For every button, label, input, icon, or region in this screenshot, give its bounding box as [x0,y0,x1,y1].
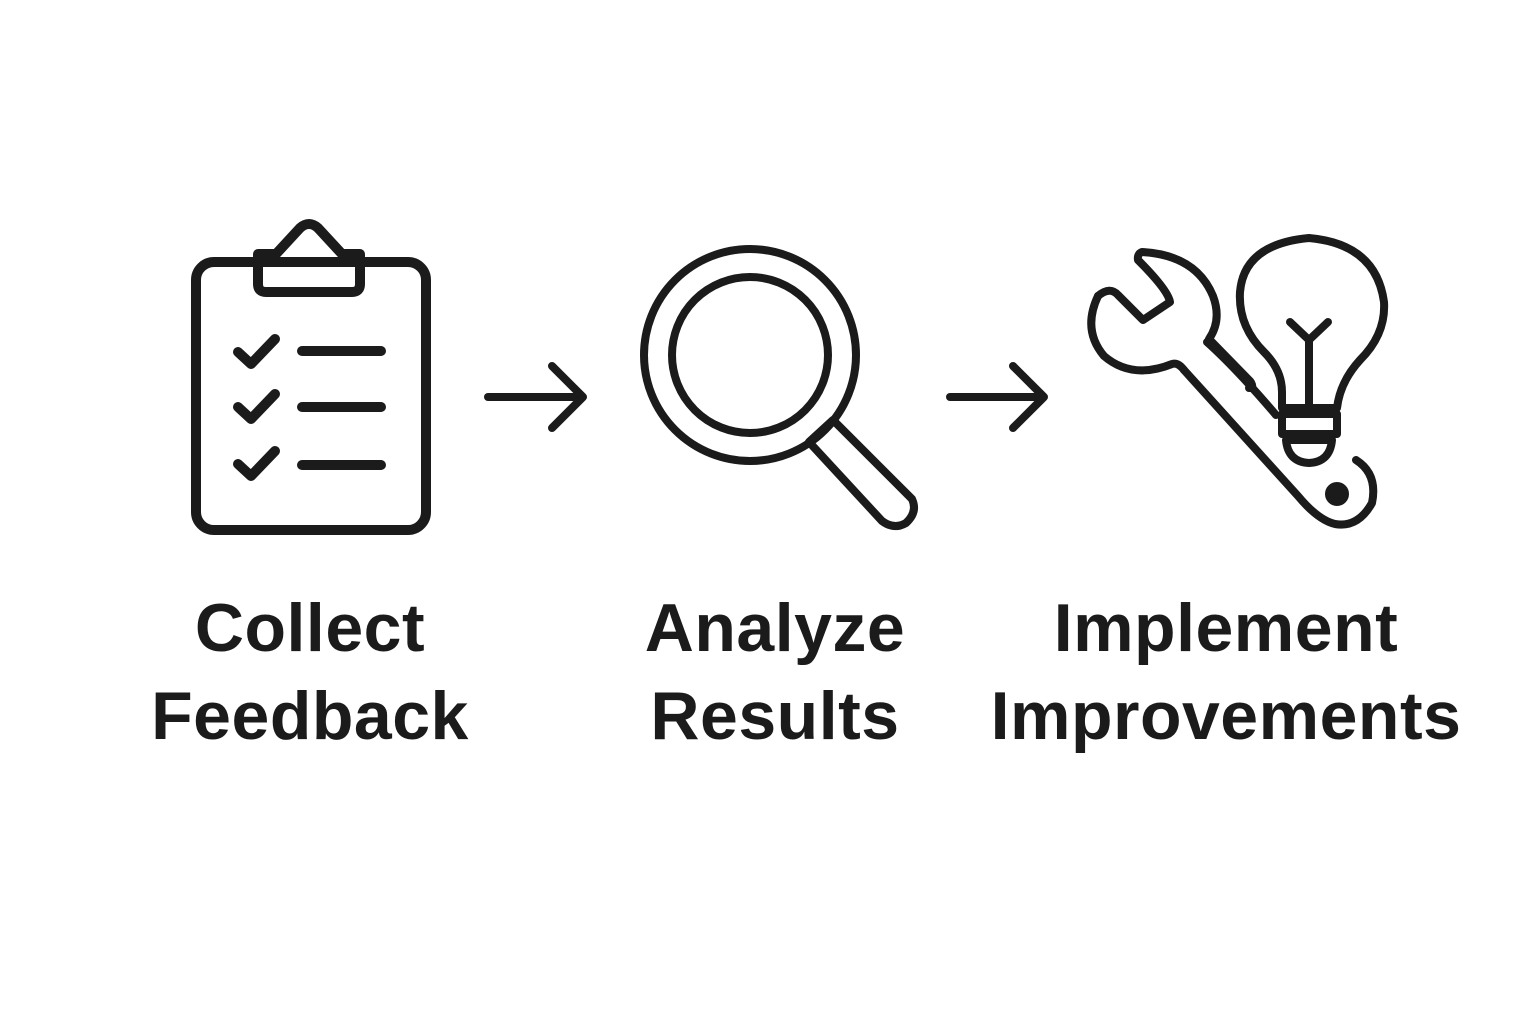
step-label-analyze-results: Analyze Results [575,584,975,760]
arrow-right-icon [946,362,1048,432]
step-label-line2: Results [650,678,900,754]
step-label-line2: Feedback [151,678,469,754]
lightbulb-icon [1235,234,1389,412]
wrench-lightbulb-icon [1087,234,1389,529]
arrow-right-icon [484,362,587,432]
magnifying-glass-icon [640,245,918,530]
step-label-line2: Improvements [990,678,1462,754]
step-label-line1: Collect [194,590,426,666]
clipboard-checklist-icon [191,219,431,535]
step-label-line1: Implement [1053,590,1399,666]
step-label-implement-improvements: Implement Improvements [966,584,1486,760]
step-label-line1: Analyze [644,590,906,666]
step-label-collect-feedback: Collect Feedback [110,584,510,760]
